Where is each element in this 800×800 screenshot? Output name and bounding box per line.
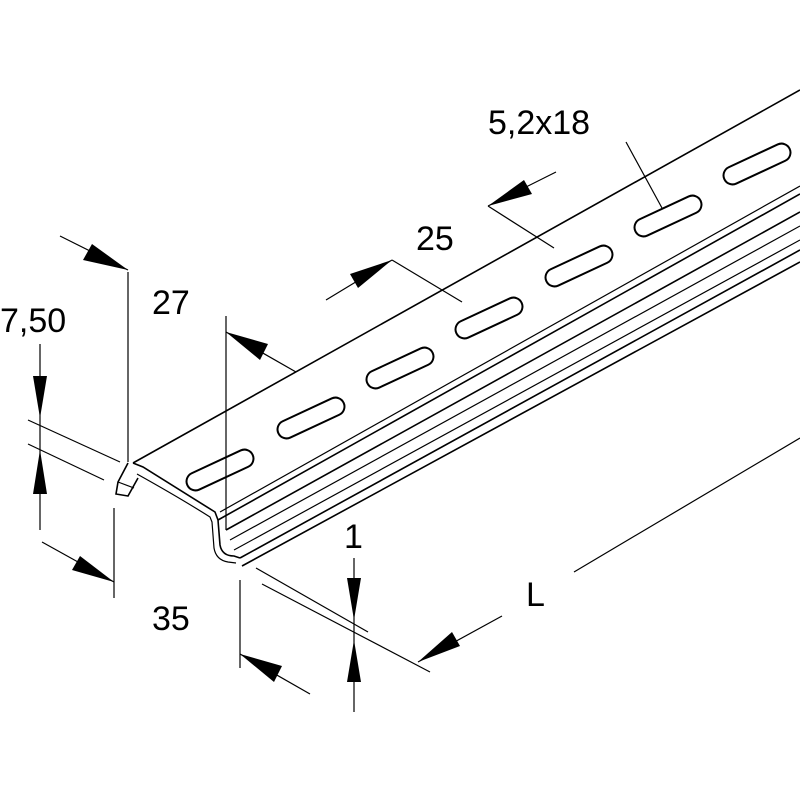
leader-line [625,141,663,209]
din-rail [115,89,800,567]
arrow-down [33,376,47,418]
dim-slot-pitch-label: 25 [416,220,454,258]
dim-height-label: 7,50 [0,302,66,340]
dim-length-label: L [526,576,545,614]
rail-left-flange [115,462,139,497]
dim-base-width-label: 35 [152,600,190,638]
rail-bottom-flange-edge [241,261,800,567]
arrow-up [347,640,361,682]
slot [722,142,792,186]
slot [544,244,614,288]
dim-height: 7,50 [0,302,121,530]
slots [185,142,792,492]
slot [365,346,435,390]
arrow [240,654,282,682]
dim-slot-size: 5,2x18 [488,104,663,209]
dim-length: L [417,437,800,663]
dim-slot-pitch: 25 [325,171,557,303]
rail-left-flange-lip [117,481,135,489]
extension-line [27,443,105,481]
extension-line [27,419,121,463]
arrow [83,244,128,270]
slot [633,194,703,238]
rail-end-profile [132,462,241,559]
dim-slot-size-label: 5,2x18 [488,104,590,142]
rail-top-back-edge [132,89,800,464]
slot [276,396,346,440]
arrow [226,332,268,360]
dim-top-width-label: 27 [152,284,190,322]
rail-top-front-bevel [219,185,800,513]
arrow-up [33,450,47,494]
rail-top-front-edge [217,193,800,521]
arrow-down [347,578,361,620]
dim-thickness: 1 [255,518,431,712]
dim-top-width: 27 [59,235,297,530]
rail-end-profile-inner [136,473,237,564]
rail-bottom-flange-top [239,249,800,559]
extension-line [391,259,463,303]
extension-line [255,567,369,633]
arrow [488,180,532,206]
arrow [418,632,460,662]
dimension-line [573,437,800,573]
dim-thickness-label: 1 [344,518,363,556]
slot [454,296,524,340]
arrow [350,260,392,288]
extension-line [261,583,431,673]
arrow [72,556,114,582]
rail-side-wall-low [233,239,800,551]
extension-line [487,205,555,249]
rail-side-wall-top [225,211,800,531]
slot [185,448,255,492]
rail-side-wall-mid [229,225,800,541]
dim-base-width: 35 [41,508,311,695]
